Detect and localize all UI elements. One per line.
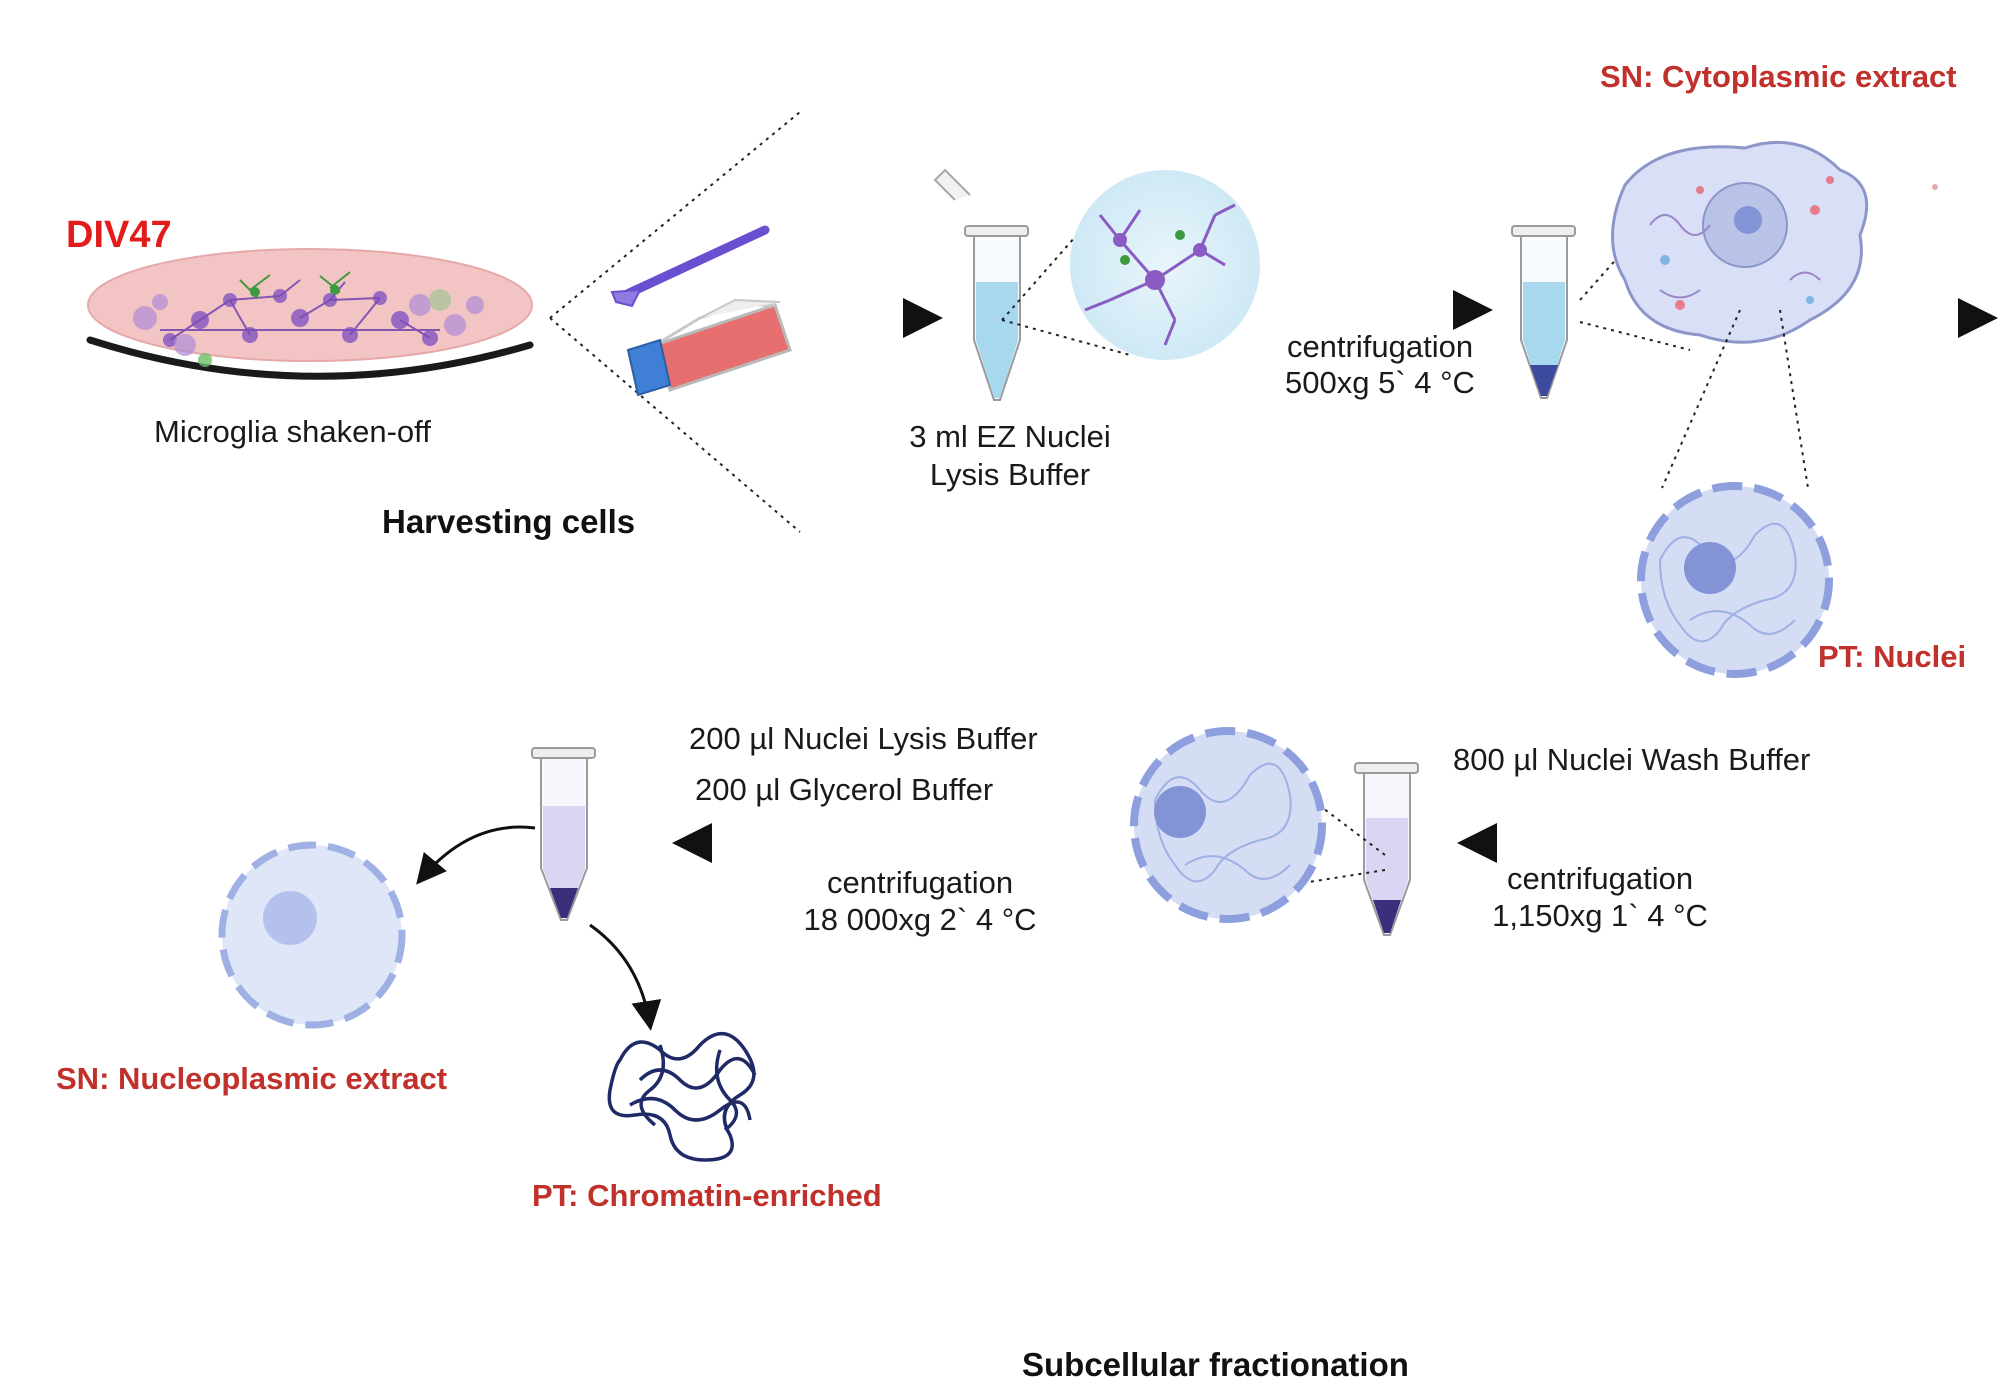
pt-chromatin-label: PT: Chromatin-enriched [532,1178,882,1213]
glycerol-buffer-label: 200 µl Glycerol Buffer [695,772,994,807]
nuclei-lysis-buffer-label: 200 µl Nuclei Lysis Buffer [689,721,1038,756]
centrifugation-3-label: centrifugation [826,865,1014,900]
wash-buffer-label: 800 µl Nuclei Wash Buffer [1453,742,1811,777]
lysis-buffer-label-2: Lysis Buffer [929,457,1091,492]
cell-scraper-icon [610,225,770,308]
nucleoplasm-icon [218,841,406,1029]
harvesting-cells-title: Harvesting cells [382,503,636,540]
zoom-cone-lines [549,111,801,533]
centrifuged-tube-icon [1511,225,1576,399]
centrifugation-1-label: centrifugation [1286,329,1474,364]
washed-nucleus-icon [1130,727,1386,923]
microglia-label: Microglia shaken-off [154,414,431,449]
culture-dish-icon [86,248,534,380]
nuclei-pellet-icon [1637,309,1833,678]
lysis-tube-icon [933,168,1029,401]
sn-cytoplasmic-label: SN: Cytoplasmic extract [1600,59,1957,94]
cytoplasm-cell-icon [1579,140,1869,351]
arrow-to-nucleoplasm [416,825,536,885]
vesicle-icon [1932,184,1938,190]
subcellular-fractionation-title: Subcellular fractionation [1022,1346,1409,1383]
lysis-buffer-label-1: 3 ml EZ Nuclei [909,419,1111,454]
culture-flask-icon [626,298,792,397]
centrifugation-2-params: 1,150xg 1` 4 °C [1492,898,1708,933]
sn-nucleoplasmic-label: SN: Nucleoplasmic extract [56,1061,448,1096]
chromatin-icon [607,1032,757,1162]
centrifugation-1-params: 500xg 5` 4 °C [1285,365,1475,400]
pt-nuclei-label: PT: Nuclei [1818,639,1967,674]
final-tube-icon [531,747,596,921]
centrifugation-2-label: centrifugation [1506,861,1694,896]
neuron-zoom-icon [1001,170,1260,360]
washed-tube-icon [1354,762,1419,936]
arrow-to-chromatin [589,923,662,1031]
div47-label: DIV47 [66,214,172,256]
centrifugation-3-params: 18 000xg 2` 4 °C [803,902,1037,937]
